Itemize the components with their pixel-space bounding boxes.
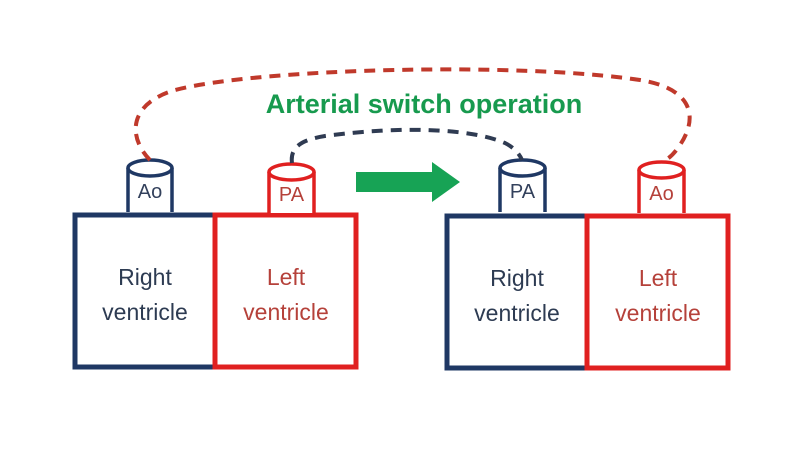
vessel-cylinder-ao-after: Ao (637, 160, 686, 213)
operation-arrow (356, 162, 460, 202)
ventricle-label-left-after-line2: ventricle (615, 300, 701, 326)
ventricle-label-left-before-line2: ventricle (243, 299, 329, 325)
ventricle-box-left-after (584, 213, 731, 371)
pulmonary-artery-transfer-curve (289, 127, 524, 164)
ventricle-label-right-after-line2: ventricle (474, 300, 560, 326)
ventricle-label-right-before-line1: Right (118, 264, 172, 290)
aorta-transfer-curve (133, 67, 692, 164)
ventricle-box-left-before (212, 212, 359, 370)
vessel-cylinder-pa-after: PA (498, 158, 547, 212)
ventricle-label-left-after-line1: Left (639, 265, 678, 291)
vessel-cylinder-pa-before: PA (267, 162, 316, 213)
vessel-label-ao-after: Ao (649, 183, 673, 205)
post-operative-heart: Right ventricle Left ventricle PA Ao (444, 158, 731, 371)
vessel-label-ao-before: Ao (138, 181, 162, 203)
ventricle-label-right-before-line2: ventricle (102, 299, 188, 325)
ventricle-label-right-after-line1: Right (490, 265, 544, 291)
vessel-label-pa-after: PA (510, 181, 536, 203)
page-title: Arterial switch operation (266, 89, 583, 119)
ventricle-box-right-before (72, 212, 218, 370)
ventricle-box-right-after (444, 213, 590, 371)
pre-operative-heart: Right ventricle Left ventricle Ao PA (72, 158, 359, 370)
ventricle-label-left-before-line1: Left (267, 264, 306, 290)
vessel-label-pa-before: PA (279, 184, 305, 206)
vessel-cylinder-ao-before: Ao (126, 158, 174, 212)
